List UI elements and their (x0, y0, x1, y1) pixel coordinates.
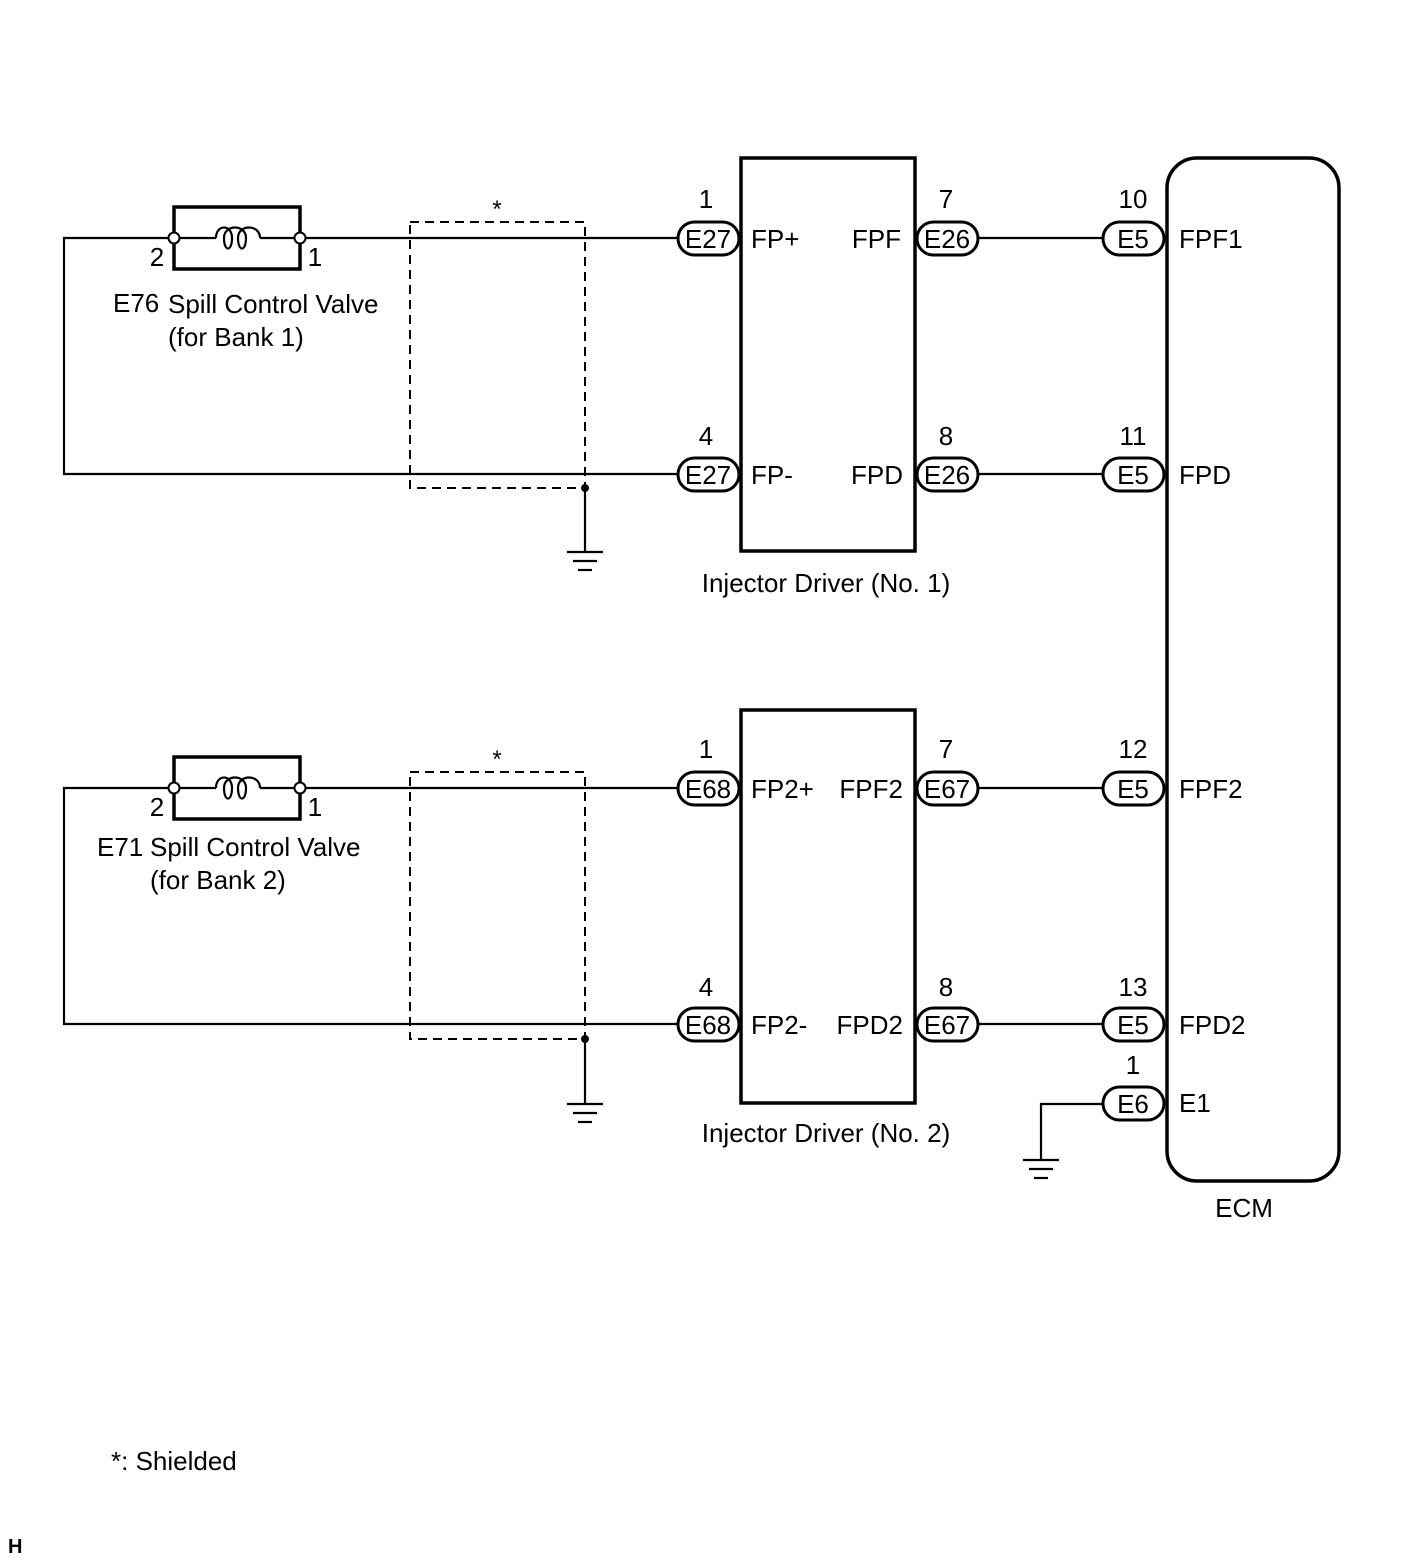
ecm-terminal-fpf1: FPF1 (1179, 224, 1243, 254)
ecm-terminal-fpf2: FPF2 (1179, 774, 1243, 804)
shield-marker-bank2: * (492, 746, 501, 773)
ecm-connector-fpf1: E5 (1117, 224, 1149, 254)
coil-icon (214, 776, 262, 800)
valve1-return-wire (62, 236, 680, 476)
connector-pill (676, 220, 741, 257)
ecm-box (1165, 156, 1341, 1183)
injector-driver-2-label: Injector Driver (No. 2) (702, 1118, 951, 1148)
connector-pill (676, 1006, 741, 1043)
legend-shielded: *: Shielded (111, 1446, 237, 1476)
connector-pill (1101, 1006, 1166, 1043)
driver1-in-connector-bottom: E27 (685, 460, 731, 490)
bank1-circuit: 2 1 E76 Spill Control Valve (for Bank 1)… (62, 156, 1103, 598)
driver1-in-connector-top: E27 (685, 224, 731, 254)
driver1-in-pin-bottom: 4 (699, 421, 713, 451)
driver2-in-term-top: FP2+ (751, 774, 814, 804)
connector-pill (1101, 770, 1166, 807)
connector-pill (676, 770, 741, 807)
driver2-out-term-top: FPF2 (839, 774, 903, 804)
spill-control-valve-bank2 (167, 755, 307, 821)
valve2-name: Spill Control Valve (150, 832, 361, 862)
valve1-name: Spill Control Valve (168, 289, 379, 319)
driver2-in-pin-top: 1 (699, 734, 713, 764)
valve1-pin-right: 1 (308, 242, 322, 272)
ecm-pin-fpd2: 13 (1119, 972, 1148, 1002)
ecm-connector-fpf2: E5 (1117, 774, 1149, 804)
ecm-block: ECM E5 10 FPF1 E5 11 FPD E5 12 FPF2 E5 1… (1023, 156, 1341, 1223)
driver2-out-connector-top: E67 (924, 774, 970, 804)
driver2-out-pin-top: 7 (939, 734, 953, 764)
driver2-out-pin-bottom: 8 (939, 972, 953, 1002)
driver2-in-pin-bottom: 4 (699, 972, 713, 1002)
valve1-connector-label: E76 (113, 288, 159, 318)
ecm-terminal-e1: E1 (1179, 1088, 1211, 1118)
driver1-out-pin-top: 7 (939, 184, 953, 214)
valve2-return-wire (62, 786, 680, 1026)
connector-pill (1101, 456, 1166, 493)
valve1-subtitle: (for Bank 1) (168, 322, 304, 352)
valve1-pin-left: 2 (150, 242, 164, 272)
ecm-terminal-fpd: FPD (1179, 460, 1231, 490)
injector-driver-2-box (739, 708, 917, 1105)
ground-icon (567, 550, 603, 572)
spill-control-valve-bank1 (167, 205, 307, 271)
coil-icon (214, 226, 262, 250)
ecm-terminal-fpd2: FPD2 (1179, 1010, 1245, 1040)
connector-pill (1101, 220, 1166, 257)
connector-pill (676, 456, 741, 493)
driver2-out-connector-bottom: E67 (924, 1010, 970, 1040)
driver1-out-term-top: FPF (852, 224, 901, 254)
ecm-pin-fpd: 11 (1120, 421, 1147, 451)
ecm-label: ECM (1215, 1193, 1273, 1223)
driver2-in-connector-bottom: E68 (685, 1010, 731, 1040)
ecm-connector-fpd: E5 (1117, 460, 1149, 490)
shield-marker-bank1: * (492, 196, 501, 223)
corner-mark: H (8, 1536, 22, 1558)
injector-driver-1-label: Injector Driver (No. 1) (702, 568, 951, 598)
bank2-circuit: 2 1 E71 Spill Control Valve (for Bank 2)… (62, 708, 1103, 1148)
ecm-pin-fpf2: 12 (1119, 734, 1148, 764)
shield-box-bank2 (409, 771, 586, 1040)
ground-icon (567, 1102, 603, 1124)
valve2-connector-label: E71 (97, 832, 143, 862)
valve2-pin-right: 1 (308, 792, 322, 822)
shield-box-bank1 (409, 221, 586, 489)
ecm-pin-fpf1: 10 (1119, 184, 1148, 214)
driver2-in-term-bottom: FP2- (751, 1010, 807, 1040)
driver1-in-term-bottom: FP- (751, 460, 793, 490)
driver1-out-term-bottom: FPD (851, 460, 903, 490)
valve2-subtitle: (for Bank 2) (150, 865, 286, 895)
ecm-connector-e1: E6 (1117, 1089, 1149, 1119)
ecm-connector-fpd2: E5 (1117, 1010, 1149, 1040)
injector-driver-1-box (739, 156, 917, 553)
driver1-out-connector-top: E26 (924, 224, 970, 254)
driver1-out-connector-bottom: E26 (924, 460, 970, 490)
ecm-pin-e1: 1 (1126, 1050, 1140, 1080)
driver2-out-term-bottom: FPD2 (837, 1010, 903, 1040)
valve2-pin-left: 2 (150, 792, 164, 822)
ground-icon (1023, 1158, 1059, 1180)
driver1-in-pin-top: 1 (699, 184, 713, 214)
driver1-in-term-top: FP+ (751, 224, 799, 254)
driver1-out-pin-bottom: 8 (939, 421, 953, 451)
driver2-in-connector-top: E68 (685, 774, 731, 804)
